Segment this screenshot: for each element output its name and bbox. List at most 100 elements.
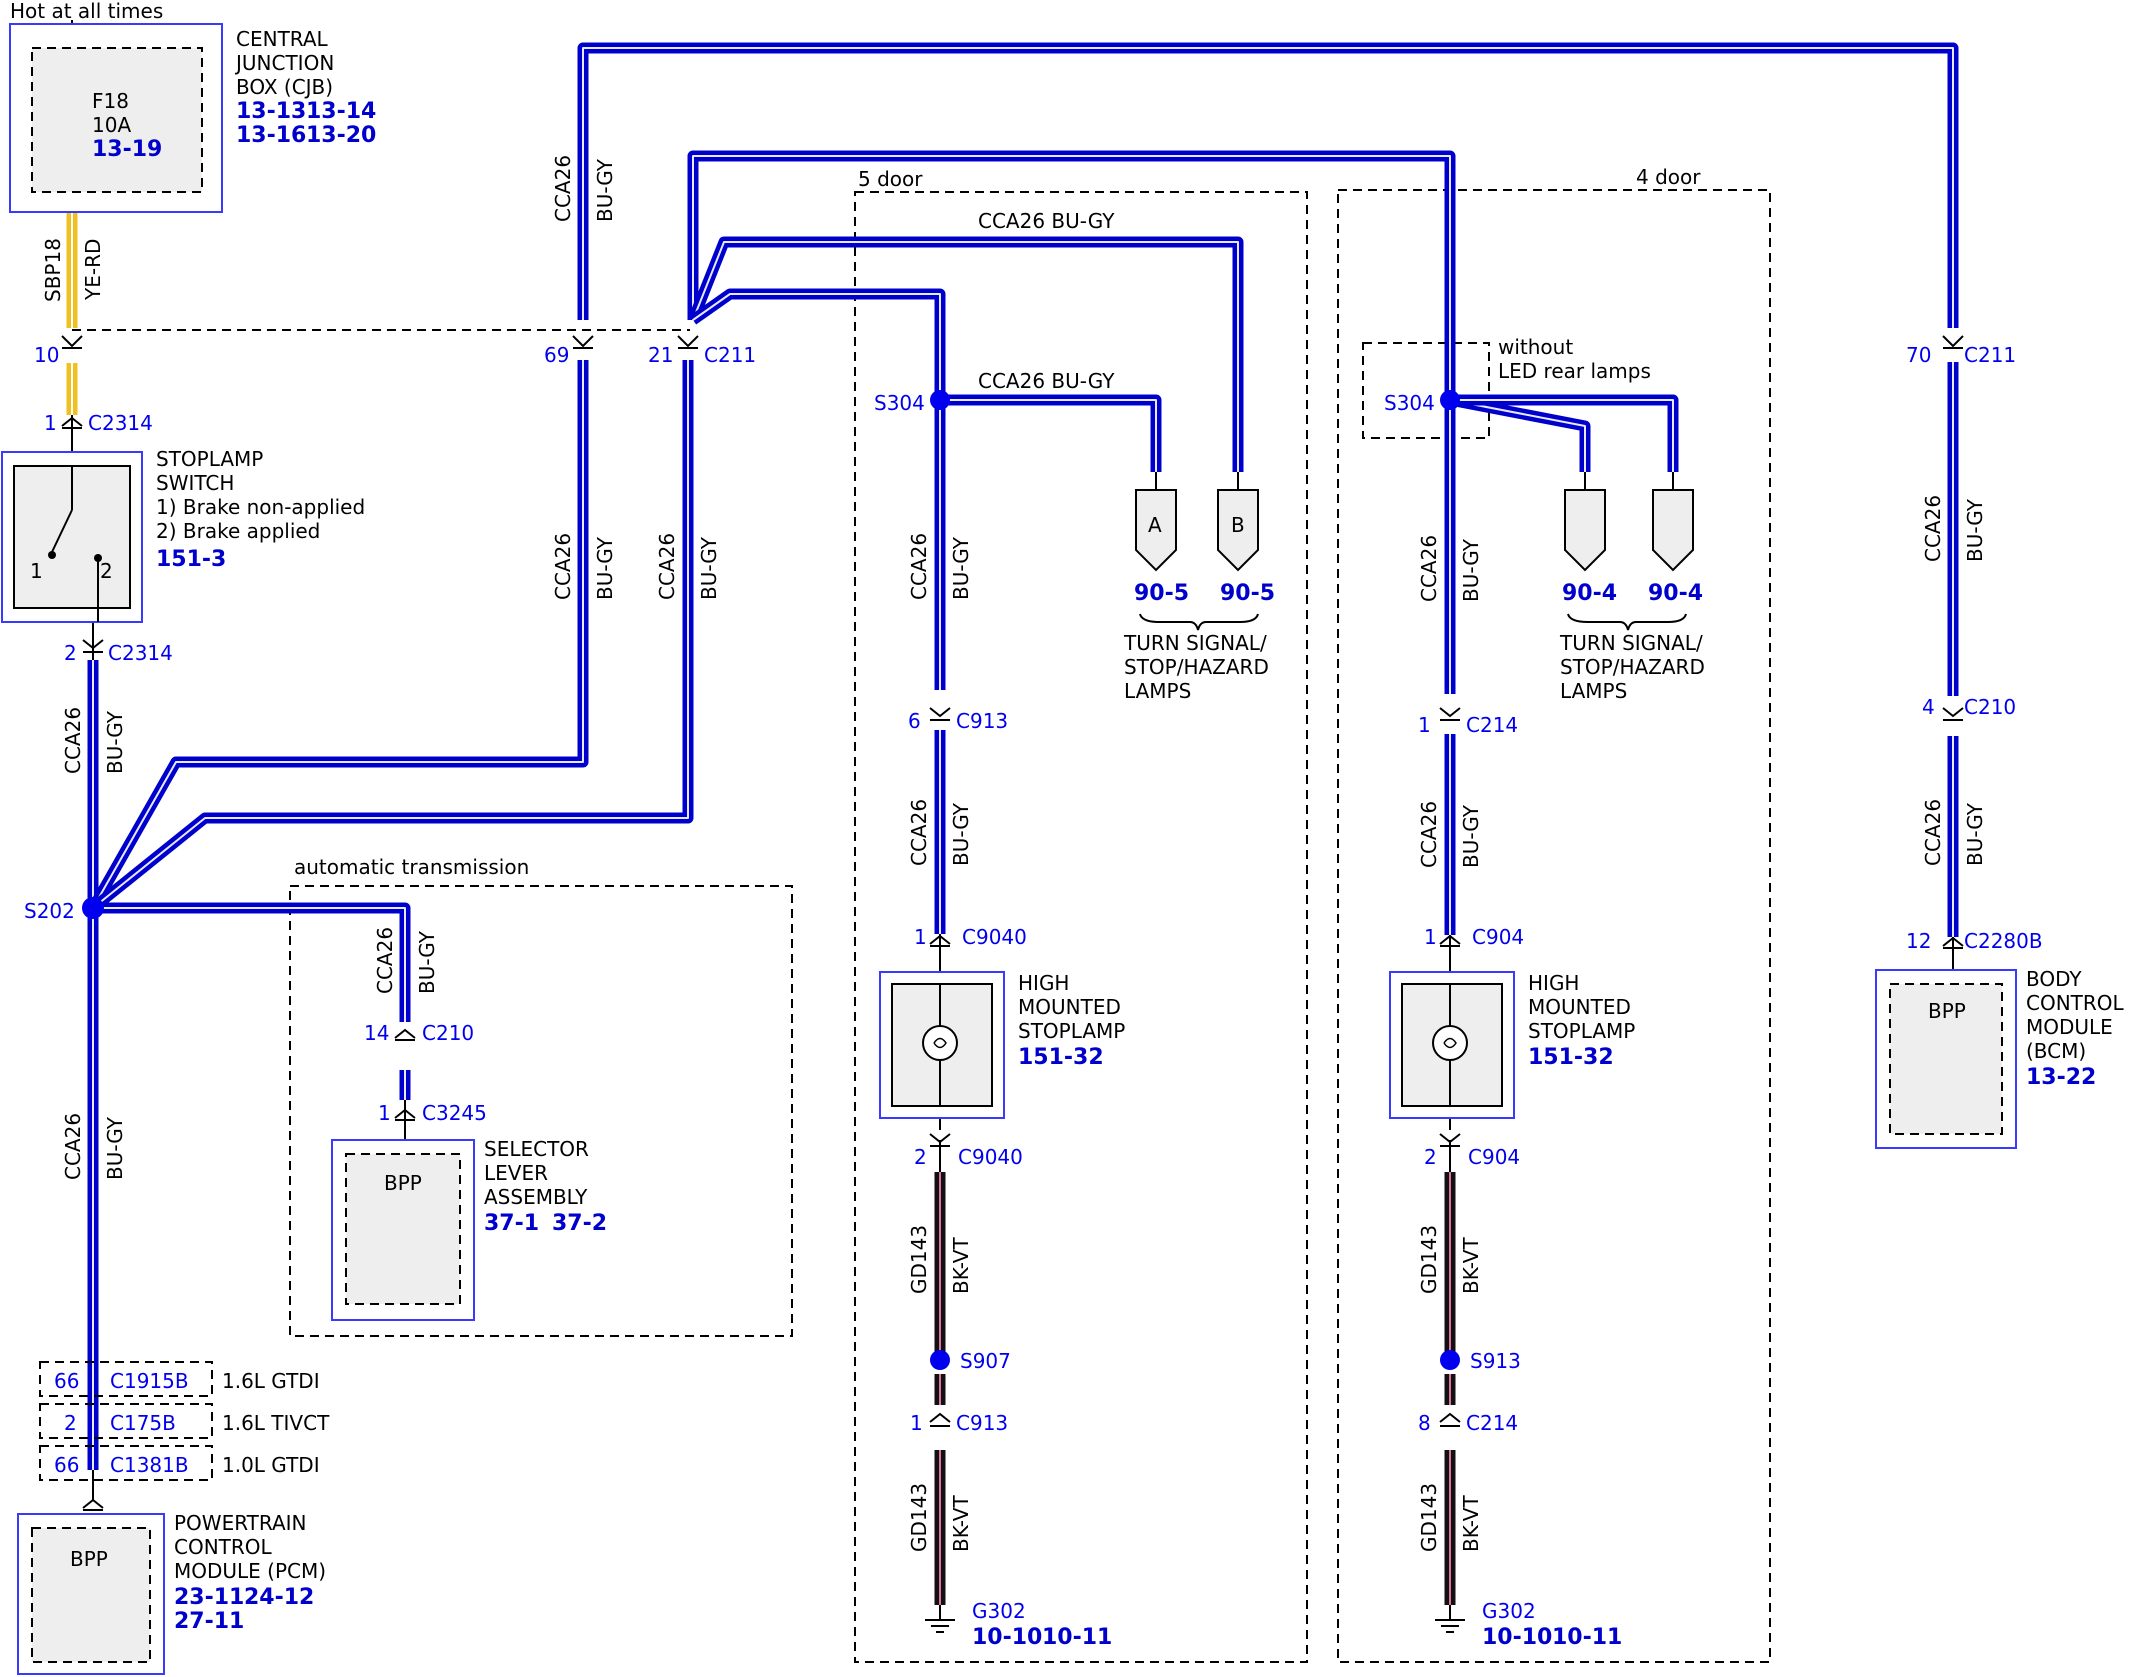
auto-trans-label: automatic transmission xyxy=(294,855,529,879)
lamp5-ref-b: 90-5 xyxy=(1220,581,1275,606)
lamp-4door-right-shape xyxy=(1652,489,1694,572)
high-mounted-stoplamp-4door xyxy=(1389,971,1515,1119)
svg-text:12: 12 xyxy=(1906,929,1931,953)
svg-text:GD143: GD143 xyxy=(907,1483,931,1552)
switch-title-2: SWITCH xyxy=(156,471,234,495)
switch-title-1: STOPLAMP xyxy=(156,447,263,471)
lamp5-title-3: LAMPS xyxy=(1124,679,1191,703)
svg-text:C1381B: C1381B xyxy=(110,1453,189,1477)
svg-text:CCA26: CCA26 xyxy=(61,1113,85,1180)
svg-text:C2314: C2314 xyxy=(88,411,153,435)
svg-text:CCA26: CCA26 xyxy=(907,799,931,866)
svg-text:1.6L TIVCT: 1.6L TIVCT xyxy=(222,1411,330,1435)
svg-text:BU-GY: BU-GY xyxy=(1459,538,1483,602)
powertrain-control-module xyxy=(17,1513,165,1675)
svg-text:2: 2 xyxy=(914,1145,927,1169)
lamp4-ref-a: 90-4 xyxy=(1562,581,1617,606)
svg-text:70: 70 xyxy=(1906,343,1931,367)
without-led-box xyxy=(1362,342,1490,439)
hms4-ref: 151-32 xyxy=(1528,1045,1614,1070)
splice-s913-label: S913 xyxy=(1470,1349,1521,1373)
svg-text:CCA26: CCA26 xyxy=(1921,799,1945,866)
svg-text:C904: C904 xyxy=(1468,1145,1520,1169)
cjb-title-3: BOX (CJB) xyxy=(236,75,333,99)
cjb-ref-2: 13-14 xyxy=(306,99,376,124)
ground4-name: G302 xyxy=(1482,1599,1536,1623)
lamp-shapes xyxy=(1135,472,1694,572)
selector-title-1: SELECTOR xyxy=(484,1137,589,1161)
ground5-name: G302 xyxy=(972,1599,1026,1623)
connector-marks xyxy=(61,335,1964,1633)
selector-bpp: BPP xyxy=(384,1171,422,1195)
splice-s202-label: S202 xyxy=(24,899,75,923)
selector-title-3: ASSEMBLY xyxy=(484,1185,588,1209)
cjb-ref-3: 13-16 xyxy=(236,123,306,148)
switch-title-3: 1) Brake non-applied xyxy=(156,495,365,519)
svg-text:CCA26: CCA26 xyxy=(373,927,397,994)
svg-text:6: 6 xyxy=(908,709,921,733)
lamp4-title-3: LAMPS xyxy=(1560,679,1627,703)
switch-pin-1: 1 xyxy=(30,559,43,583)
hms4-title-1: HIGH xyxy=(1528,971,1579,995)
svg-text:BU-GY: BU-GY xyxy=(415,930,439,994)
bcm-bpp: BPP xyxy=(1928,999,1966,1023)
hms5-ref: 151-32 xyxy=(1018,1045,1104,1070)
selector-title-2: LEVER xyxy=(484,1161,548,1185)
svg-text:69: 69 xyxy=(544,343,569,367)
svg-text:CCA26: CCA26 xyxy=(1417,535,1441,602)
lamp-a-shape xyxy=(1135,489,1177,572)
cjb-ref-4: 13-20 xyxy=(306,123,376,148)
pcm-ref-1: 23-11 xyxy=(174,1585,244,1610)
automatic-transmission-box xyxy=(289,885,793,1337)
svg-text:C904: C904 xyxy=(1472,925,1524,949)
high-mounted-stoplamp-5door xyxy=(879,971,1005,1119)
svg-text:CCA26: CCA26 xyxy=(907,533,931,600)
svg-text:C3245: C3245 xyxy=(422,1101,487,1125)
selector-ref-1: 37-1 xyxy=(484,1211,539,1236)
svg-text:C214: C214 xyxy=(1466,1411,1518,1435)
selector-lever-assembly xyxy=(331,1139,475,1321)
svg-text:BU-GY: BU-GY xyxy=(103,710,127,774)
splice-s202-dot xyxy=(82,897,104,919)
selector-ref-2: 37-2 xyxy=(552,1211,607,1236)
svg-text:14: 14 xyxy=(364,1021,389,1045)
four-door-label: 4 door xyxy=(1636,165,1701,189)
svg-text:C175B: C175B xyxy=(110,1411,176,1435)
pcm-title-2: CONTROL xyxy=(174,1535,273,1559)
svg-text:C9040: C9040 xyxy=(958,1145,1023,1169)
pcm-ref-3: 27-11 xyxy=(174,1609,244,1634)
ground4-ref-1: 10-10 xyxy=(1482,1625,1552,1650)
c1915b-box xyxy=(39,1361,213,1397)
pcm-title-1: POWERTRAIN xyxy=(174,1511,307,1535)
svg-text:CCA26: CCA26 xyxy=(1921,495,1945,562)
svg-text:C210: C210 xyxy=(1964,695,2016,719)
lamp5-ref-a: 90-5 xyxy=(1134,581,1189,606)
without-led-label-2: LED rear lamps xyxy=(1498,359,1651,383)
pcm-title-3: MODULE (PCM) xyxy=(174,1559,326,1583)
hms5-title-1: HIGH xyxy=(1018,971,1069,995)
svg-text:BU-GY: BU-GY xyxy=(103,1116,127,1180)
svg-text:BK-VT: BK-VT xyxy=(949,1237,973,1294)
svg-text:CCA26: CCA26 xyxy=(655,533,679,600)
svg-text:66: 66 xyxy=(54,1453,79,1477)
lamp5-title-2: STOP/HAZARD xyxy=(1124,655,1269,679)
svg-text:1: 1 xyxy=(914,925,927,949)
wire-labels: SBP18 YE-RD CCA26 BU-GY CCA26 BU-GY CCA2… xyxy=(41,155,1987,1552)
ground4-ref-2: 10-11 xyxy=(1552,1625,1622,1650)
pcm-bpp: BPP xyxy=(70,1547,108,1571)
svg-text:GD143: GD143 xyxy=(1417,1225,1441,1294)
lamp4-ref-b: 90-4 xyxy=(1648,581,1703,606)
svg-text:CCA26 BU-GY: CCA26 BU-GY xyxy=(978,209,1115,233)
svg-text:BK-VT: BK-VT xyxy=(949,1495,973,1552)
hms4-title-2: MOUNTED xyxy=(1528,995,1631,1019)
splice-s304-4door-label: S304 xyxy=(1384,391,1435,415)
ground5-ref-2: 10-11 xyxy=(1042,1625,1112,1650)
bcm-title-4: (BCM) xyxy=(2026,1039,2086,1063)
svg-text:BU-GY: BU-GY xyxy=(1963,498,1987,562)
svg-text:BU-GY: BU-GY xyxy=(593,158,617,222)
svg-text:GD143: GD143 xyxy=(1417,1483,1441,1552)
black-wires xyxy=(934,1172,1456,1605)
svg-text:4: 4 xyxy=(1922,695,1935,719)
svg-text:YE-RD: YE-RD xyxy=(81,239,105,301)
